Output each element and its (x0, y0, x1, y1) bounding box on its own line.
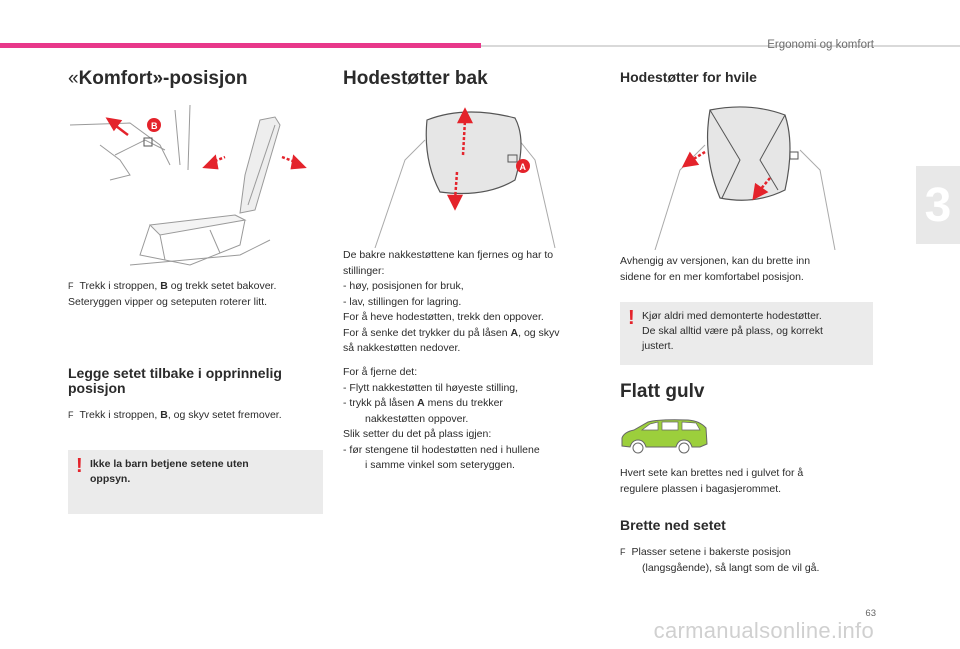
warning-line: justert. (642, 340, 674, 352)
section-title-flat-floor: Flatt gulv (620, 381, 705, 402)
warning-line: Kjør aldri med demonterte hodestøtter. (642, 310, 822, 322)
seat-illustration: B (70, 105, 307, 266)
section-title-rest-headrests: Hodestøtter for hvile (620, 69, 757, 85)
warning-text: Kjør aldri med demonterte hodestøtter. D… (642, 309, 867, 354)
warning-box-children: ! Ikke la barn betjene setene uten oppsy… (68, 450, 323, 514)
step-1-detail: Seteryggen vipper og seteputen roterer l… (68, 295, 268, 308)
header-rule (481, 45, 960, 47)
header-accent-bar (0, 43, 481, 48)
section-title-reset: Legge setet tilbake i opprinnelig posisj… (68, 365, 282, 396)
flat-text-line: Hvert sete kan brettes ned i gulvet for … (620, 467, 804, 479)
section-title-fold-seat: Brette ned setet (620, 517, 726, 533)
rest-text-line: Avhengig av versjonen, kan du brette inn (620, 255, 811, 267)
removal-line: - trykk på låsen A mens du trekker (343, 397, 503, 409)
rear-removal-text: For å fjerne det: - Flytt nakkestøtten t… (343, 365, 598, 474)
removal-line: Slik setter du det på plass igjen: (343, 428, 492, 440)
section-title-rear-headrests: Hodestøtter bak (343, 68, 488, 89)
warning-box-headrests: ! Kjør aldri med demonterte hodestøtter.… (620, 302, 873, 365)
rear-text-line: så nakkestøtten nedover. (343, 342, 461, 354)
chapter-tab: 3 (916, 166, 960, 244)
column-comfort: «Komfort»-posisjon (68, 68, 323, 90)
flat-text-line: regulere plassen i bagasjerommet. (620, 482, 782, 495)
watermark: carmanualsonline.info (653, 618, 874, 643)
chapter-title: Ergonomi og komfort (767, 39, 874, 51)
rear-headrest-illustration: A (374, 107, 556, 248)
rear-text-line: For å senke det trykker du på låsen A, o… (343, 326, 560, 339)
rear-headrest-text: De bakre nakkestøttene kan fjernes og ha… (343, 248, 598, 357)
rest-headrest-text: Avhengig av versjonen, kan du brette inn… (620, 254, 870, 285)
page-number: 63 (865, 608, 876, 619)
rear-text-line: - høy, posisjonen for bruk, (343, 280, 464, 292)
chapter-number: 3 (924, 178, 952, 232)
fold-seat-section: Brette ned setet (620, 518, 870, 533)
label-a: A (520, 162, 527, 172)
rear-text-line: De bakre nakkestøttene kan fjernes og ha… (343, 249, 554, 261)
column-rear-headrests: Hodestøtter bak (343, 68, 593, 90)
removal-line: nakkestøtten oppover. (365, 412, 469, 425)
label-a-marker (516, 159, 530, 173)
label-b-marker (147, 118, 161, 132)
label-b: B (151, 121, 158, 131)
removal-line: For å fjerne det: (343, 366, 418, 378)
column-rest-headrests: Hodestøtter for hvile (620, 70, 870, 85)
warning-icon: ! (628, 307, 635, 329)
rest-text-line: sidene for en mer komfortabel posisjon. (620, 270, 804, 283)
rest-headrest-illustration (654, 106, 836, 250)
fold-step-cont: (langsgående), så langt som de vil gå. (642, 561, 820, 574)
rear-text-line: For å heve hodestøtten, trekk den oppove… (343, 311, 544, 323)
warning-text: Ikke la barn betjene setene uten oppsyn. (90, 458, 249, 485)
removal-line: i samme vinkel som seteryggen. (365, 459, 515, 471)
warning-icon: ! (76, 455, 83, 477)
reset-section: Legge setet tilbake i opprinnelig posisj… (68, 366, 323, 396)
rear-text-line: stillinger: (343, 264, 385, 277)
warning-line: De skal alltid være på plass, og korrekt (642, 325, 823, 337)
removal-line: - før stengene til hodestøtten ned i hul… (343, 443, 540, 456)
car-icon (621, 419, 708, 454)
section-title-comfort: «Komfort»-posisjon (68, 68, 248, 89)
flat-floor-text: Hvert sete kan brettes ned i gulvet for … (620, 466, 870, 497)
rear-text-line: - lav, stillingen for lagring. (343, 295, 462, 308)
flat-floor-section: Flatt gulv (620, 381, 870, 403)
removal-line: - Flytt nakkestøtten til høyeste stillin… (343, 381, 519, 394)
